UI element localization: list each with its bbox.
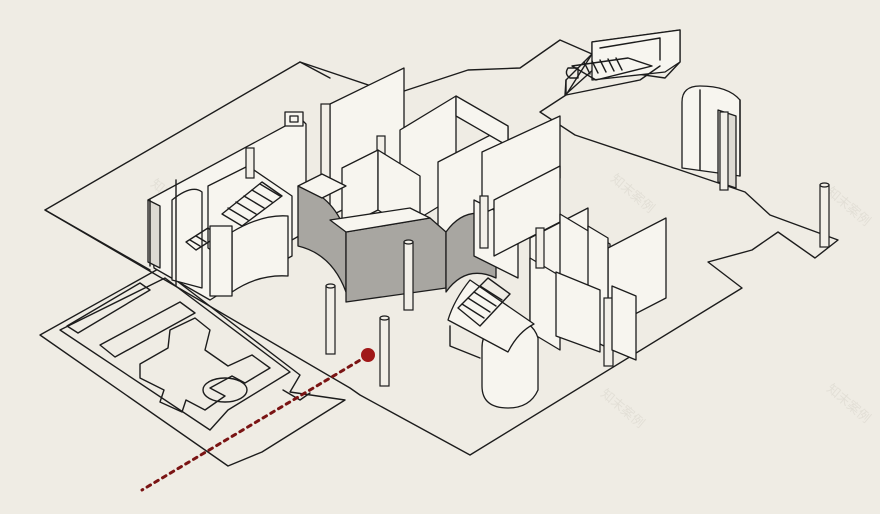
planter-bed	[99, 301, 196, 358]
central-block	[297, 67, 561, 387]
round-pavilion	[681, 85, 741, 191]
right-block	[529, 207, 667, 367]
floor-edge-line	[44, 209, 151, 271]
floor-slab	[44, 39, 839, 456]
column-cap	[819, 182, 830, 188]
paving-pattern	[139, 317, 271, 413]
planter-bed	[66, 282, 151, 334]
watermark: 知末案例	[823, 381, 873, 427]
courtyard-inner-border	[59, 277, 291, 431]
approach-path	[140, 354, 369, 492]
column	[819, 184, 830, 248]
round-pool	[202, 377, 248, 403]
spiral-stair-tower	[447, 277, 539, 409]
watermark: 知末案例	[597, 386, 647, 432]
left-wing	[147, 111, 307, 301]
courtyard-plate	[39, 267, 346, 467]
entry-marker	[361, 348, 375, 362]
watermark: 知末案例	[823, 184, 873, 230]
watermark: 知末案例	[607, 171, 657, 217]
upper-stair-landing	[564, 29, 681, 96]
floor-edge-line	[299, 61, 331, 79]
courtyard-step	[282, 389, 311, 401]
